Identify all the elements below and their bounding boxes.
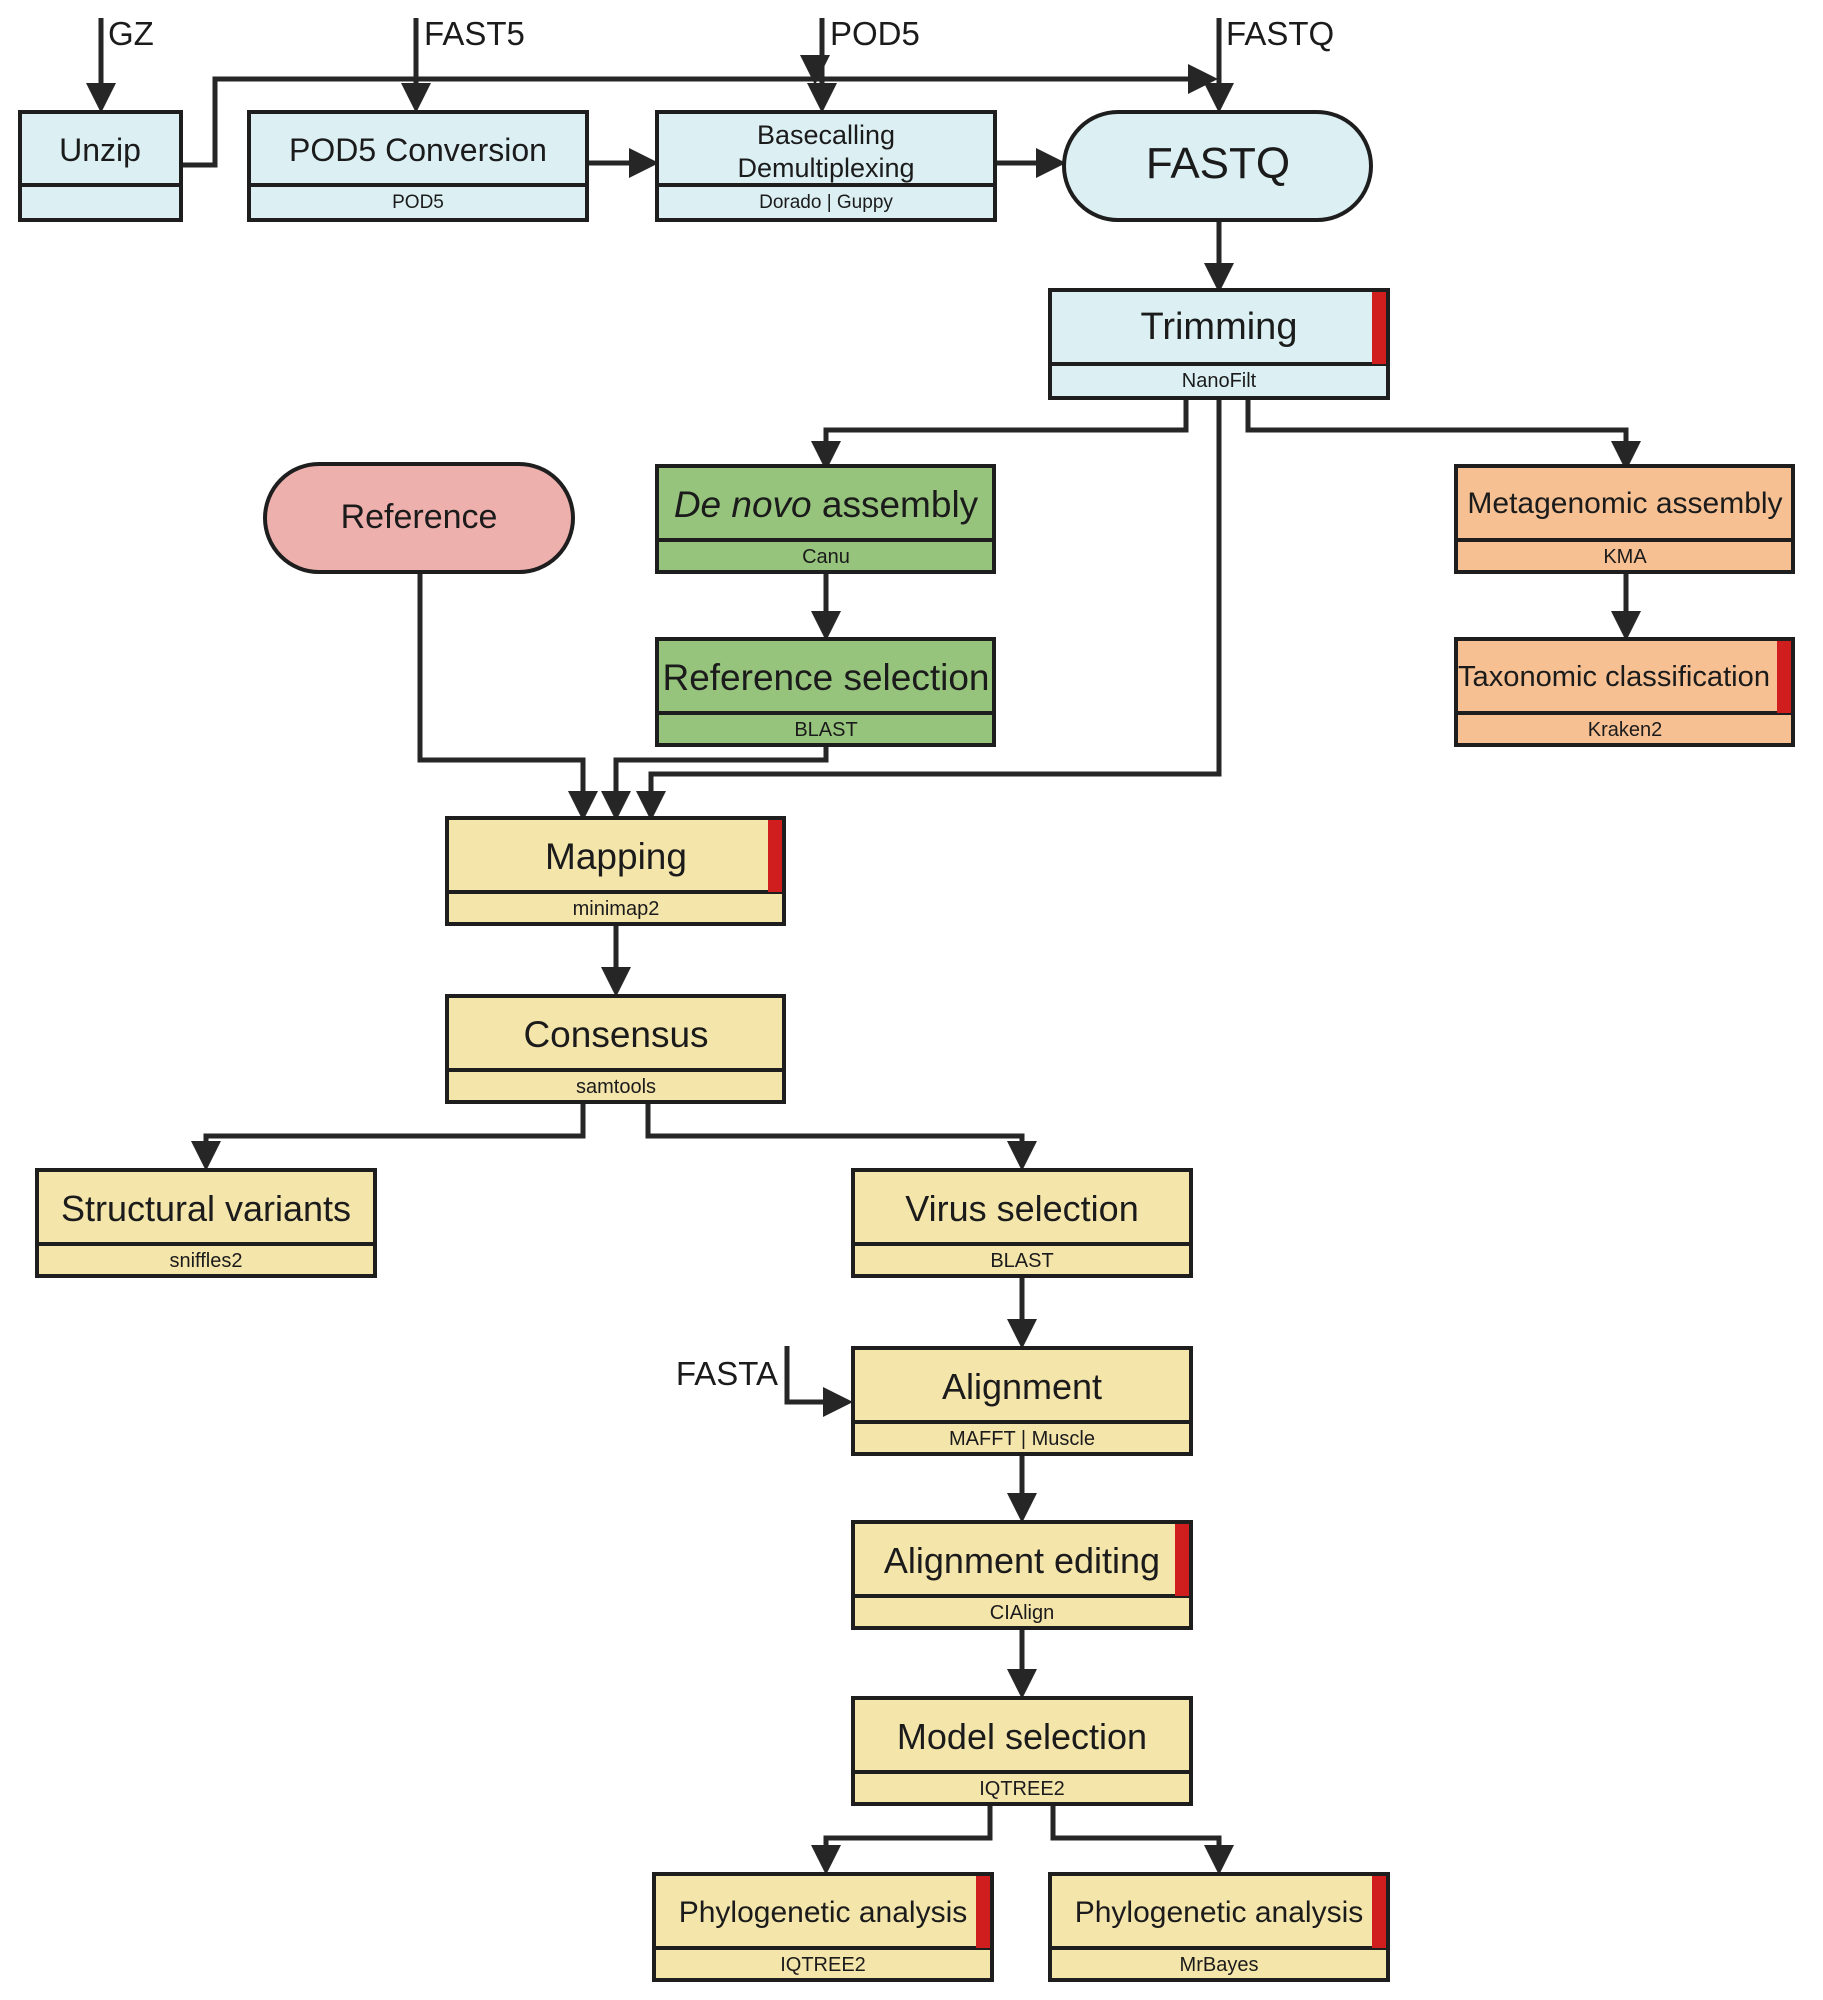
- node-fastq-title: FASTQ: [1146, 139, 1290, 188]
- node-alignment-title: Alignment: [942, 1366, 1102, 1407]
- node-virus-selection-title: Virus selection: [905, 1188, 1138, 1229]
- node-mapping-title: Mapping: [545, 836, 687, 877]
- node-taxonomic-classification: Taxonomic classification Kraken2: [1454, 637, 1795, 747]
- trimming-to-metagenomic-arrow: [1245, 398, 1641, 471]
- node-reference-selection-tool: BLAST: [794, 719, 857, 741]
- node-mapping: Mapping minimap2: [445, 816, 786, 926]
- node-phylogenetic-mrbayes-tool: MrBayes: [1180, 1954, 1259, 1976]
- node-pod5-conversion: POD5 Conversion POD5: [247, 110, 589, 222]
- node-reference-selection: Reference selection BLAST: [655, 637, 996, 747]
- input-labels: GZ FAST5 POD5 FASTQ FASTA: [108, 15, 1334, 1392]
- node-reference-title: Reference: [341, 498, 498, 536]
- node-taxonomic-classification-title: Taxonomic classification: [1458, 661, 1770, 693]
- node-pod5-conversion-tool: POD5: [392, 192, 444, 213]
- node-consensus-title: Consensus: [523, 1014, 708, 1055]
- node-trimming-marker: [1372, 292, 1386, 364]
- node-pod5-conversion-title: POD5 Conversion: [289, 132, 547, 168]
- node-trimming-title: Trimming: [1141, 306, 1298, 348]
- connectors: [86, 18, 1641, 1875]
- input-label-fast5: FAST5: [424, 15, 525, 52]
- node-basecalling-tool: Dorado | Guppy: [759, 192, 893, 213]
- node-phylogenetic-iqtree-marker: [976, 1876, 990, 1948]
- node-phylogenetic-mrbayes: Phylogenetic analysis MrBayes: [1048, 1872, 1390, 1982]
- node-phylogenetic-iqtree-title: Phylogenetic analysis: [679, 1896, 968, 1929]
- node-trimming-tool: NanoFilt: [1182, 370, 1257, 392]
- node-virus-selection: Virus selection BLAST: [851, 1168, 1193, 1278]
- node-mapping-marker: [768, 820, 782, 892]
- node-metagenomic-assembly: Metagenomic assembly KMA: [1454, 464, 1795, 574]
- node-metagenomic-assembly-title: Metagenomic assembly: [1467, 487, 1782, 520]
- consensus-to-structural-variants-arrow: [191, 1102, 586, 1171]
- node-consensus: Consensus samtools: [445, 994, 786, 1104]
- node-de-novo-assembly-tool: Canu: [802, 546, 850, 568]
- node-alignment-editing-marker: [1175, 1524, 1189, 1596]
- node-virus-selection-tool: BLAST: [990, 1250, 1053, 1272]
- node-de-novo-assembly: De novo assembly Canu: [655, 464, 996, 574]
- node-alignment-editing-tool: CIAlign: [990, 1602, 1054, 1624]
- unzip-bypass-line: [181, 64, 1218, 168]
- trimming-to-mapping-arrow: [636, 398, 1222, 821]
- node-structural-variants-title: Structural variants: [61, 1188, 351, 1229]
- node-alignment-editing: Alignment editing CIAlign: [851, 1520, 1193, 1630]
- node-alignment-tool: MAFFT | Muscle: [949, 1428, 1095, 1450]
- input-label-fasta: FASTA: [676, 1355, 778, 1392]
- node-phylogenetic-mrbayes-title: Phylogenetic analysis: [1075, 1896, 1364, 1929]
- node-trimming: Trimming NanoFilt: [1048, 288, 1390, 400]
- node-phylogenetic-iqtree: Phylogenetic analysis IQTREE2: [652, 1872, 994, 1982]
- node-reference-selection-title: Reference selection: [662, 657, 989, 698]
- model-selection-to-iqtree-arrow: [811, 1804, 993, 1875]
- input-label-fastq: FASTQ: [1226, 15, 1334, 52]
- node-metagenomic-assembly-tool: KMA: [1603, 546, 1647, 568]
- node-model-selection-title: Model selection: [897, 1716, 1147, 1757]
- node-reference: Reference: [263, 462, 575, 574]
- node-mapping-tool: minimap2: [573, 898, 660, 920]
- node-de-novo-assembly-title-rest: assembly: [812, 484, 979, 525]
- node-fastq: FASTQ: [1062, 110, 1373, 222]
- node-basecalling-title-line2: Demultiplexing: [737, 153, 914, 183]
- input-label-pod5: POD5: [830, 15, 920, 52]
- node-alignment: Alignment MAFFT | Muscle: [851, 1346, 1193, 1456]
- node-de-novo-assembly-title: De novo assembly: [674, 484, 979, 525]
- node-model-selection-tool: IQTREE2: [979, 1778, 1065, 1800]
- node-taxonomic-classification-marker: [1777, 641, 1791, 713]
- node-alignment-editing-title: Alignment editing: [884, 1540, 1160, 1581]
- node-basecalling-title-line1: Basecalling: [757, 120, 895, 150]
- node-unzip: Unzip: [18, 110, 183, 222]
- reference-selection-to-mapping-arrow: [601, 746, 829, 821]
- node-basecalling: Basecalling Demultiplexing Dorado | Gupp…: [655, 110, 997, 222]
- input-label-gz: GZ: [108, 15, 154, 52]
- fasta-to-alignment-arrow: [784, 1346, 853, 1417]
- node-structural-variants-tool: sniffles2: [169, 1250, 242, 1272]
- trimming-to-de-novo-arrow: [811, 398, 1189, 471]
- reference-to-mapping-arrow: [417, 572, 598, 821]
- node-structural-variants: Structural variants sniffles2: [35, 1168, 377, 1278]
- node-phylogenetic-iqtree-tool: IQTREE2: [780, 1954, 866, 1976]
- node-model-selection: Model selection IQTREE2: [851, 1696, 1193, 1806]
- node-de-novo-assembly-title-italic: De novo: [674, 484, 812, 525]
- node-taxonomic-classification-tool: Kraken2: [1588, 719, 1663, 741]
- node-consensus-tool: samtools: [576, 1076, 656, 1098]
- consensus-to-virus-selection-arrow: [645, 1102, 1037, 1171]
- model-selection-to-mrbayes-arrow: [1050, 1804, 1234, 1875]
- node-unzip-title: Unzip: [59, 132, 141, 168]
- node-phylogenetic-mrbayes-marker: [1372, 1876, 1386, 1948]
